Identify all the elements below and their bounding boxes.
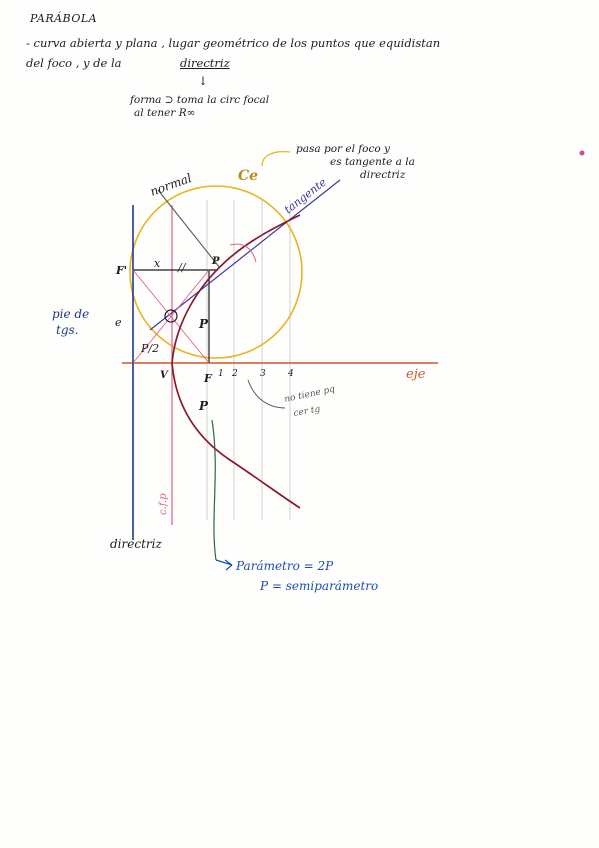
- tick-4-label: 4: [287, 369, 294, 379]
- tangente-label: tangente: [282, 175, 329, 216]
- parabola-upper-branch: [171, 214, 301, 364]
- focal-circle: [129, 185, 303, 359]
- no-tiene-line-2: cer tg: [293, 404, 321, 419]
- ce-curved-arrow-icon: [261, 151, 291, 167]
- pie-marker-label: e: [115, 316, 122, 329]
- normal-label: normal: [148, 171, 193, 199]
- definition-line-1: - curva abierta y plana , lugar geométri…: [26, 36, 441, 50]
- pointer-arrow-icon: [215, 559, 233, 571]
- definition-line-2: del foco , y de la: [26, 56, 122, 70]
- no-tiene-line-1: no tiene pq: [284, 384, 337, 405]
- fprime-label: F': [115, 264, 127, 277]
- tangent-line: [149, 179, 341, 331]
- p-point-label: P: [211, 256, 220, 267]
- p-upper-label: P: [198, 317, 209, 331]
- note-line-1: forma ⊃ toma la circ focal: [130, 94, 270, 106]
- pie-de-tg-line-2: tgs.: [56, 323, 78, 337]
- page-title: PARÁBOLA: [30, 12, 98, 25]
- angle-arc: [229, 243, 257, 263]
- tick-3-label: 3: [260, 369, 266, 379]
- normal-line: [157, 189, 221, 269]
- pasa-note-line-1: pasa por el foco y: [296, 143, 391, 155]
- pink-construction-lines: [132, 269, 210, 364]
- ce-label: Ce: [238, 168, 258, 184]
- x-mark-label: x: [154, 257, 161, 270]
- pasa-note-line-2: es tangente a la: [330, 156, 415, 168]
- parabola-lower-branch: [171, 362, 301, 509]
- no-tiene-arrow: [247, 379, 286, 409]
- tick-1-label: 1: [218, 369, 224, 379]
- p-lower-label: P: [198, 399, 209, 413]
- semiparametro-label: P = semiparámetro: [259, 579, 378, 593]
- directriz-label: directriz: [110, 537, 162, 551]
- double-bar-label: //: [177, 261, 187, 274]
- vertex-label: V: [160, 370, 169, 381]
- pasa-note-line-3: directriz: [360, 169, 406, 181]
- definition-directriz-word: directriz: [180, 56, 230, 70]
- parametro-label: Parámetro = 2P: [235, 559, 334, 573]
- pie-de-tg-line-1: pie de: [52, 307, 89, 321]
- ink-dot: [579, 150, 585, 156]
- p-half-label: P/2: [140, 342, 159, 355]
- tick-2-label: 2: [231, 369, 238, 379]
- note-line-2: al tener R∞: [134, 107, 196, 119]
- tangent-foot-marker: [164, 309, 178, 323]
- focus-label: F: [203, 372, 213, 385]
- cfp-label: c.f.p: [158, 493, 169, 515]
- definition-arrow: ↓: [198, 74, 209, 88]
- eje-label: eje: [406, 367, 426, 382]
- pointer-line: [211, 419, 217, 561]
